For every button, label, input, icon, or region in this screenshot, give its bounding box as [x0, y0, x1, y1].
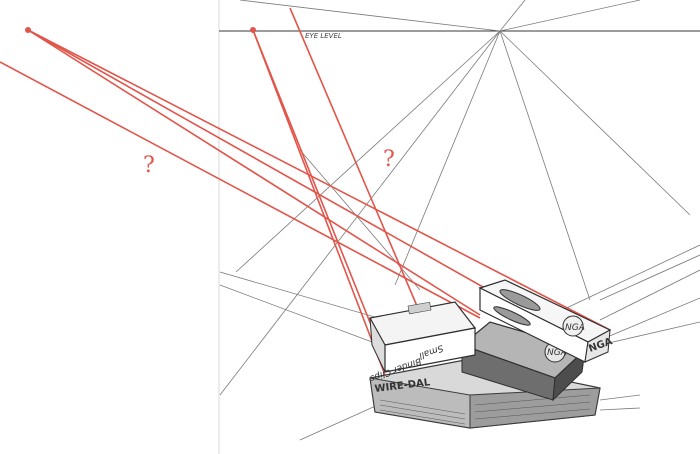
pencil-construction-lines	[219, 0, 700, 441]
eye-level-label: EYE LEVEL	[305, 32, 342, 40]
svg-text:NGA: NGA	[565, 323, 585, 333]
svg-text:NGA: NGA	[547, 348, 567, 358]
question-mark-right: ?	[383, 147, 395, 172]
question-mark-left: ?	[143, 153, 155, 178]
middle-box: NGA	[460, 321, 587, 402]
nga-box: NGA NGA	[478, 279, 614, 363]
red-construction-lines	[0, 7, 611, 376]
nga-box-stamp	[562, 315, 584, 337]
